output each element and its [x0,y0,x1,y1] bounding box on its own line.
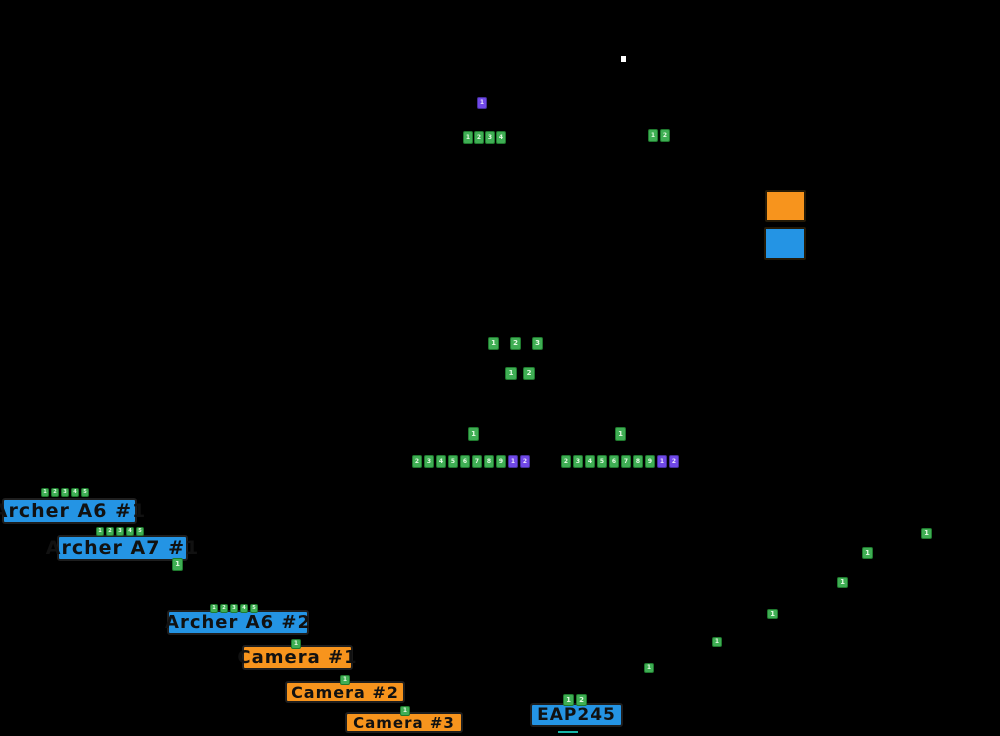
ethernet-port: 1 [463,131,473,144]
ethernet-port: 9 [645,455,655,468]
ethernet-port: 1 [41,488,49,497]
sfp-port: 1 [657,455,667,468]
ethernet-port: 6 [460,455,470,468]
ethernet-port: 1 [505,367,517,380]
ethernet-port: 1 [648,129,658,142]
ethernet-port: 5 [81,488,89,497]
ethernet-port: 4 [585,455,595,468]
ethernet-port: 1 [615,427,626,441]
ethernet-port: 2 [510,337,521,350]
ethernet-port: 5 [250,604,258,613]
label-eap245: EAP245 [530,703,623,727]
ethernet-port: 2 [474,131,484,144]
legend-blue-swatch [764,227,806,260]
sfp-port: 2 [520,455,530,468]
ethernet-port: 4 [240,604,248,613]
ethernet-port: 3 [532,337,543,350]
ethernet-port: 2 [51,488,59,497]
sfp-port: 1 [477,97,487,109]
ethernet-port: 1 [563,694,574,706]
ethernet-port: 3 [61,488,69,497]
ethernet-port: 5 [136,527,144,536]
ethernet-port: 1 [291,639,301,649]
ethernet-port: 8 [484,455,494,468]
ethernet-port: 4 [436,455,446,468]
label-archer-a6-1: Archer A6 #1 [0,498,147,524]
ethernet-port: 2 [576,694,587,706]
ethernet-port: 3 [573,455,583,468]
ethernet-port: 8 [633,455,643,468]
ethernet-port: 1 [712,637,722,647]
ethernet-port: 5 [597,455,607,468]
ethernet-port: 1 [837,577,848,588]
ethernet-port: 3 [230,604,238,613]
ethernet-port: 7 [621,455,631,468]
ethernet-port: 2 [220,604,228,613]
white-marker [621,56,626,62]
ethernet-port: 1 [862,547,873,559]
ethernet-port: 1 [96,527,104,536]
ethernet-port: 3 [424,455,434,468]
ethernet-port: 6 [609,455,619,468]
sfp-port: 2 [669,455,679,468]
ethernet-port: 4 [71,488,79,497]
ethernet-port: 1 [172,558,183,571]
legend-orange-swatch [765,190,806,222]
label-archer-a6-2: Archer A6 #2 [165,610,311,635]
ethernet-port: 2 [106,527,114,536]
ethernet-port: 5 [448,455,458,468]
ethernet-port: 1 [767,609,778,619]
sfp-port: 1 [508,455,518,468]
ethernet-port: 3 [116,527,124,536]
teal-dash-icon [558,731,578,733]
ethernet-port: 4 [496,131,506,144]
ethernet-port: 1 [644,663,654,673]
ethernet-port: 1 [210,604,218,613]
ethernet-port: 1 [488,337,499,350]
ethernet-port: 1 [340,675,350,685]
ethernet-port: 1 [400,706,410,716]
ethernet-port: 3 [485,131,495,144]
ethernet-port: 1 [921,528,932,539]
ethernet-port: 7 [472,455,482,468]
ethernet-port: 2 [412,455,422,468]
ethernet-port: 2 [660,129,670,142]
label-archer-a7-1: Archer A7 #1 [45,535,200,561]
ethernet-port: 9 [496,455,506,468]
ethernet-port: 2 [561,455,571,468]
ethernet-port: 2 [523,367,535,380]
ethernet-port: 1 [468,427,479,441]
ethernet-port: 4 [126,527,134,536]
label-camera-2: Camera #2 [285,681,405,703]
